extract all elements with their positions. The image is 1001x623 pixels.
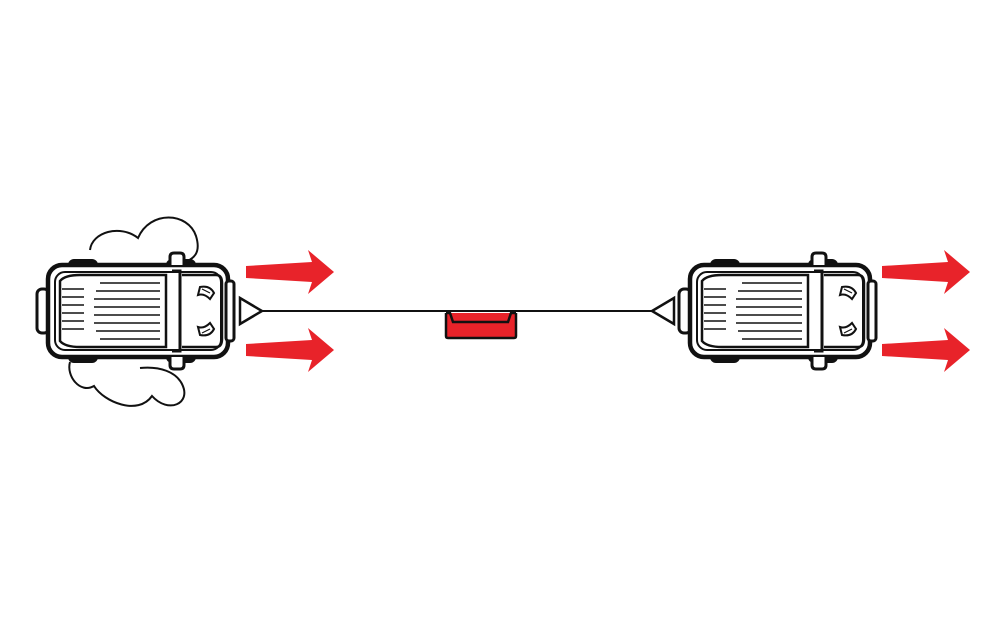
recovery-vehicle-hitch: [649, 295, 676, 327]
recovery-vehicle: [679, 253, 876, 369]
stuck-vehicle-arrow-top: [246, 250, 334, 294]
stuck-vehicle-arrow-bottom: [246, 328, 334, 372]
stuck-vehicle-hitch: [238, 295, 265, 327]
recovery-vehicle-arrow-bottom: [882, 328, 970, 372]
recovery-vehicle-arrow-top: [882, 250, 970, 294]
line-damper: [444, 311, 518, 340]
stuck-vehicle: [37, 253, 234, 369]
